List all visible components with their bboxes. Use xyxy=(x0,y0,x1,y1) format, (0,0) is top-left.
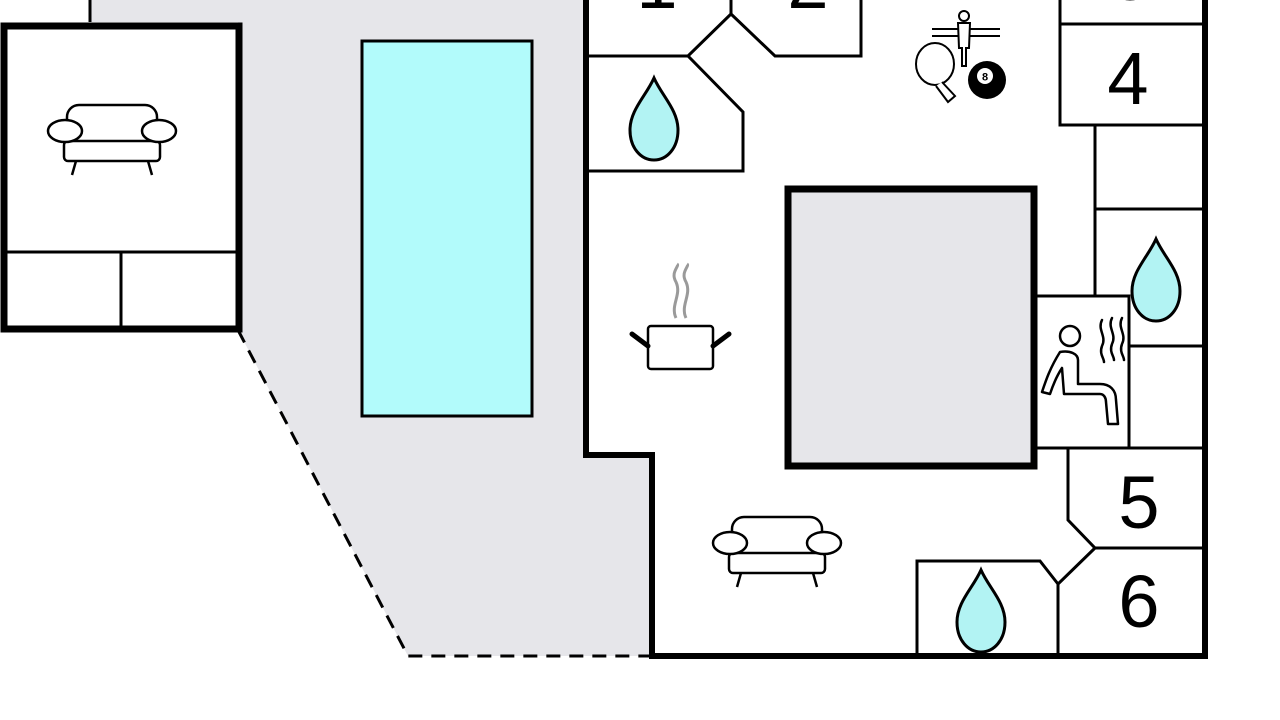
room-number-3: 3 xyxy=(1109,0,1150,16)
inner-courtyard xyxy=(784,185,1038,470)
billiard-ball-icon: 8 xyxy=(968,61,1006,99)
cooking-pot-icon xyxy=(629,262,732,371)
room-number-1: 1 xyxy=(636,0,677,24)
swimming-pool xyxy=(360,39,534,418)
table-football-icon xyxy=(932,10,1000,67)
interior-walls xyxy=(586,0,863,173)
annex-building xyxy=(0,22,243,333)
room-number-6: 6 xyxy=(1118,560,1159,643)
table-tennis-icon xyxy=(915,42,957,104)
right-rooms-walls xyxy=(915,0,1205,656)
svg-text:8: 8 xyxy=(982,72,988,84)
room-number-5: 5 xyxy=(1118,461,1159,544)
sauna-icon xyxy=(1040,316,1126,426)
room-number-4: 4 xyxy=(1107,37,1148,120)
terrace-edge xyxy=(236,329,652,658)
room-number-2: 2 xyxy=(787,0,828,24)
